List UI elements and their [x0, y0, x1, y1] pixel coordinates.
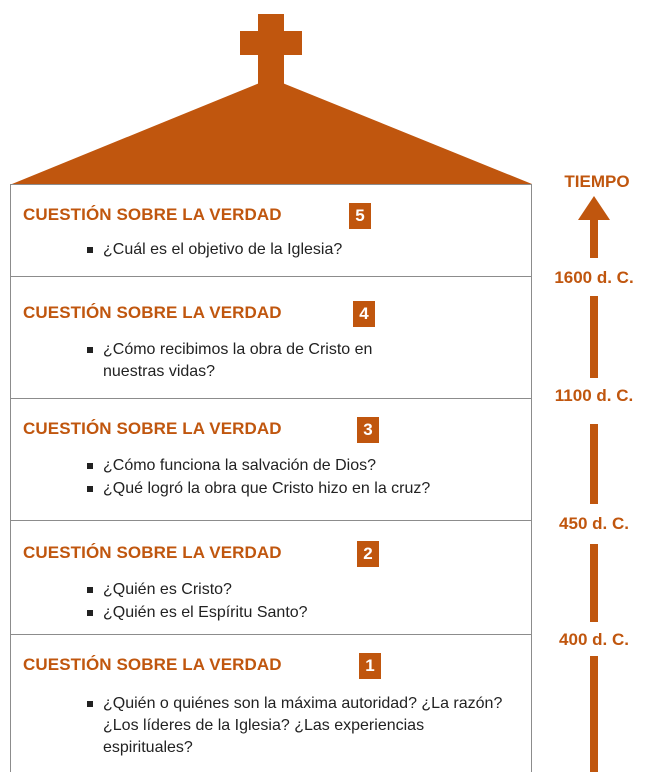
timeline-era-450: 450 d. C.	[559, 514, 629, 533]
section-2-heading: CUESTIÓN SOBRE LA VERDAD	[23, 543, 282, 562]
section-2: CUESTIÓN SOBRE LA VERDAD 2 ¿Quién es Cri…	[10, 520, 532, 634]
timeline-bar-segment	[590, 218, 598, 258]
timeline-era-1600: 1600 d. C.	[554, 268, 634, 287]
section-1-heading: CUESTIÓN SOBRE LA VERDAD	[23, 655, 282, 674]
section-3-heading: CUESTIÓN SOBRE LA VERDAD	[23, 419, 282, 438]
section-4-number-badge: 4	[353, 301, 375, 327]
timeline-era-400: 400 d. C.	[559, 630, 629, 649]
arrow-up-icon	[578, 196, 610, 220]
section-4: CUESTIÓN SOBRE LA VERDAD 4 ¿Cómo recibim…	[10, 276, 532, 398]
list-item: ¿Quién es Cristo?	[85, 579, 505, 601]
section-2-questions: ¿Quién es Cristo? ¿Quién es el Espíritu …	[85, 579, 505, 625]
section-5-heading: CUESTIÓN SOBRE LA VERDAD	[23, 205, 282, 224]
section-1-number-badge: 1	[359, 653, 381, 679]
section-4-heading: CUESTIÓN SOBRE LA VERDAD	[23, 303, 282, 322]
section-5: CUESTIÓN SOBRE LA VERDAD 5 ¿Cuál es el o…	[10, 184, 532, 276]
list-item: ¿Qué logró la obra que Cristo hizo en la…	[85, 478, 525, 500]
section-1-questions: ¿Quién o quiénes son la máxima autoridad…	[85, 693, 515, 760]
list-item: ¿Quién o quiénes son la máxima autoridad…	[85, 693, 515, 759]
timeline-era-1100: 1100 d. C.	[554, 386, 634, 405]
list-item: ¿Cómo recibimos la obra de Cristo en nue…	[85, 339, 415, 383]
timeline-bar-segment	[590, 544, 598, 622]
timeline-bar-segment	[590, 656, 598, 772]
section-3-questions: ¿Cómo funciona la salvación de Dios? ¿Qu…	[85, 455, 525, 501]
list-item: ¿Cuál es el objetivo de la Iglesia?	[85, 239, 505, 261]
section-5-questions: ¿Cuál es el objetivo de la Iglesia?	[85, 239, 505, 262]
timeline-bar-segment	[590, 296, 598, 378]
timeline-bar-segment	[590, 424, 598, 504]
section-4-questions: ¿Cómo recibimos la obra de Cristo en nue…	[85, 339, 415, 384]
list-item: ¿Cómo funciona la salvación de Dios?	[85, 455, 525, 477]
church-roof	[12, 14, 532, 184]
section-1: CUESTIÓN SOBRE LA VERDAD 1 ¿Quién o quié…	[10, 634, 532, 772]
section-3-number-badge: 3	[357, 417, 379, 443]
roof-triangle	[12, 82, 532, 184]
section-2-number-badge: 2	[357, 541, 379, 567]
cross-horizontal-bar	[240, 31, 302, 55]
section-5-number-badge: 5	[349, 203, 371, 229]
list-item: ¿Quién es el Espíritu Santo?	[85, 602, 505, 624]
timeline-title: TIEMPO	[564, 172, 630, 191]
section-3: CUESTIÓN SOBRE LA VERDAD 3 ¿Cómo funcion…	[10, 398, 532, 520]
